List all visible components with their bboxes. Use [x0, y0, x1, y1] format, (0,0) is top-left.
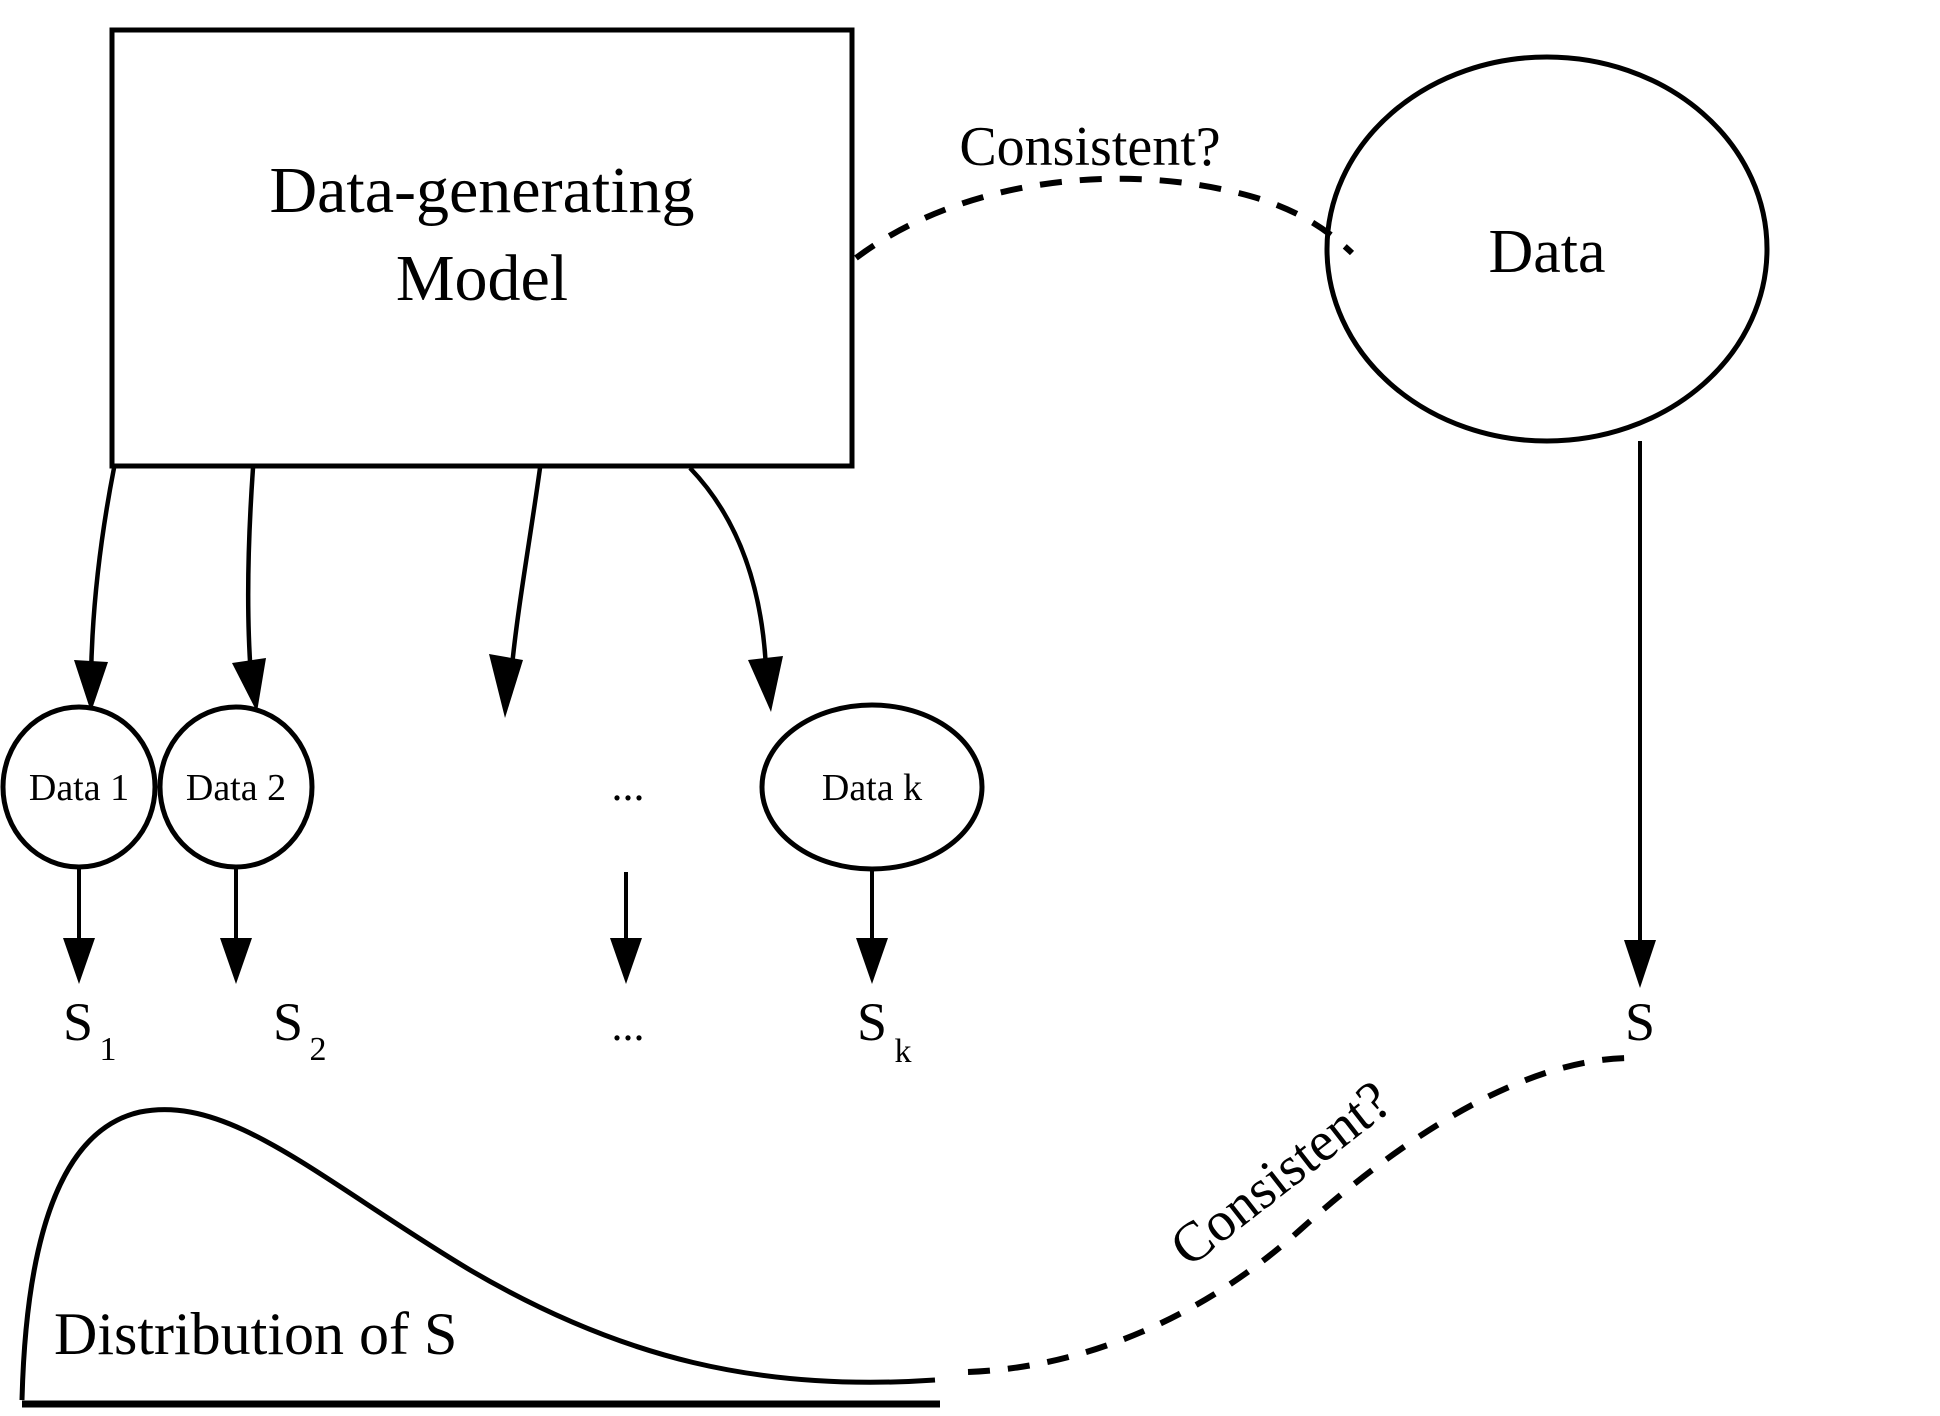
arrow-model-to-data2: [232, 467, 266, 712]
arrow-model-to-data2-head: [232, 658, 266, 712]
arrow-model-to-ellipsis: [489, 467, 543, 718]
replicate-to-statistic-arrows: [63, 867, 888, 984]
replicate-node-datak[interactable]: Data k: [759, 702, 985, 872]
statistic-ellipsis-base: ...: [612, 1001, 645, 1050]
statistic-label-s1: S 1: [63, 992, 117, 1068]
statistic-sk-subscript: k: [895, 1033, 912, 1070]
statistic-label-sk: S k: [857, 992, 912, 1070]
arrow-data1-to-s1-head: [63, 938, 95, 984]
arrow-model-to-data1-head: [74, 660, 108, 712]
arrow-model-to-data1: [74, 467, 117, 712]
replicate-node-data1[interactable]: Data 1: [0, 704, 158, 870]
observed-data-node[interactable]: Data: [1324, 54, 1770, 444]
arrow-model-to-datak-path: [688, 466, 769, 669]
arrow-model-to-datak: [688, 466, 783, 712]
top-consistency-dashed-curve: [854, 175, 1355, 261]
arrow-observed-data-to-s: [1624, 441, 1656, 988]
arrow-model-to-data1-path: [88, 467, 117, 679]
statistic-s2-base: S: [273, 992, 303, 1052]
arrow-model-to-ellipsis-path: [509, 467, 543, 667]
model-box-label-line2: Model: [396, 242, 568, 315]
statistic-s2-subscript: 2: [310, 1031, 327, 1068]
arrow-ellipsis-to-ellipsis-head: [610, 938, 642, 984]
replicate-data2-label: Data 2: [186, 767, 286, 809]
arrow-data2-to-s2-head: [220, 938, 252, 984]
arrow-ellipsis-to-ellipsis: [610, 872, 642, 984]
bottom-consistency-connector: [967, 1055, 1629, 1375]
observed-data-ellipse: [1324, 54, 1770, 444]
replicate-datak-label: Data k: [822, 767, 922, 809]
observed-statistic-label: S: [1625, 992, 1655, 1052]
bottom-consistency-dashed-curve: [967, 1055, 1629, 1375]
top-consistency-label: Consistent?: [959, 116, 1220, 178]
arrow-data1-to-s1: [63, 867, 95, 984]
arrow-model-to-datak-head: [748, 656, 783, 712]
statistic-label-s2: S 2: [273, 992, 327, 1068]
statistic-s1-base: S: [63, 992, 93, 1052]
observed-data-label: Data: [1488, 218, 1605, 286]
distribution-caption: Distribution of S: [54, 1301, 457, 1367]
distribution-density-curve: [19, 1107, 936, 1401]
arrow-model-to-ellipsis-head: [489, 654, 523, 718]
model-box-label-line1: Data-generating: [269, 154, 694, 227]
statistic-s1-subscript: 1: [100, 1031, 117, 1068]
statistic-label-ellipsis: ...: [612, 1001, 645, 1050]
replicate-ellipsis-label: ...: [612, 761, 645, 810]
replicate-node-data2[interactable]: Data 2: [157, 704, 315, 870]
top-consistency-connector: [854, 175, 1355, 261]
distribution-plot: Distribution of S: [19, 1107, 940, 1408]
arrow-data2-to-s2: [220, 867, 252, 984]
model-box-rect: [109, 27, 855, 469]
arrow-datak-to-sk: [856, 869, 888, 984]
arrow-datak-to-sk-head: [856, 938, 888, 984]
arrow-model-to-data2-path: [245, 467, 256, 677]
replicate-data1-label: Data 1: [29, 767, 129, 809]
model-to-replicate-arrows: [74, 466, 783, 718]
arrow-observed-data-to-s-head: [1624, 940, 1656, 988]
model-box-node[interactable]: Data-generating Model: [109, 27, 855, 469]
statistic-sk-base: S: [857, 992, 887, 1052]
